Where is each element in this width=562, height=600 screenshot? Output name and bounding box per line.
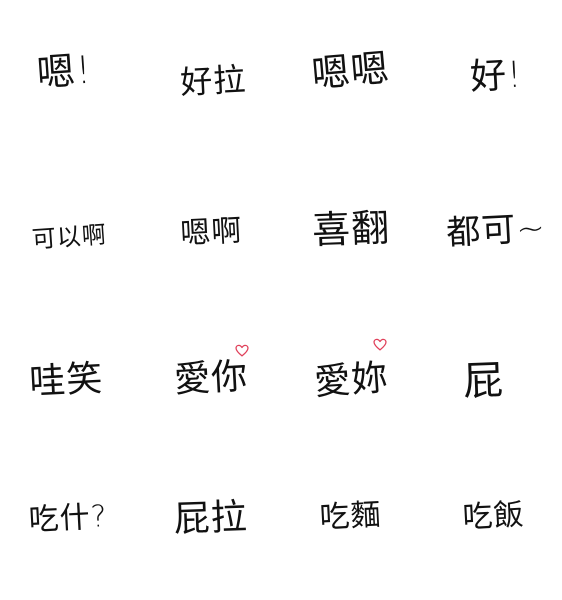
sticker-cell[interactable]: 吃什? [0, 450, 141, 600]
heart-icon-shape [234, 344, 249, 357]
sticker-text: 可以啊 [30, 220, 108, 254]
sticker-text: 吃麵 [318, 497, 383, 536]
sticker-cell[interactable]: 喜翻 [281, 150, 422, 300]
sticker-cell[interactable]: 嗯! [0, 0, 141, 150]
sticker-cell[interactable]: 屁拉 [141, 450, 282, 600]
sticker-text: 愛妳 [313, 357, 390, 404]
sticker-text: 屁 [462, 357, 506, 405]
sticker-text: 嗯嗯 [310, 45, 392, 97]
sticker-text: 屁拉 [172, 496, 249, 541]
sticker-text: 都可~ [445, 208, 547, 254]
sticker-cell[interactable]: 屁 [422, 300, 562, 450]
sticker-cell[interactable]: 哇笑 [0, 300, 141, 450]
sticker-text: 愛你 [172, 356, 249, 401]
sticker-text: 吃什? [27, 499, 109, 539]
sticker-cell[interactable]: 好拉 [141, 0, 282, 150]
sticker-cell[interactable]: 可以啊 [0, 150, 141, 300]
sticker-cell[interactable]: 吃飯 [422, 450, 562, 600]
sticker-cell[interactable]: 好! [422, 0, 562, 150]
sticker-text: 嗯啊 [179, 213, 244, 252]
heart-icon [373, 338, 387, 352]
sticker-cell[interactable]: 嗯啊 [141, 150, 282, 300]
sticker-text: 好拉 [179, 60, 248, 102]
sticker-text: 喜翻 [311, 205, 392, 253]
sticker-cell[interactable]: 都可~ [422, 150, 562, 300]
heart-icon-shape [373, 338, 387, 351]
heart-icon [234, 344, 249, 358]
sticker-text: 哇笑 [28, 358, 105, 404]
sticker-text: 吃飯 [461, 497, 526, 536]
sticker-cell[interactable]: 吃麵 [281, 450, 422, 600]
sticker-cell[interactable]: 愛妳 [281, 300, 422, 450]
sticker-cell[interactable]: 愛你 [141, 300, 282, 450]
sticker-text: 嗯! [34, 47, 94, 96]
sticker-text: 好! [468, 54, 524, 99]
sticker-cell[interactable]: 嗯嗯 [281, 0, 422, 150]
